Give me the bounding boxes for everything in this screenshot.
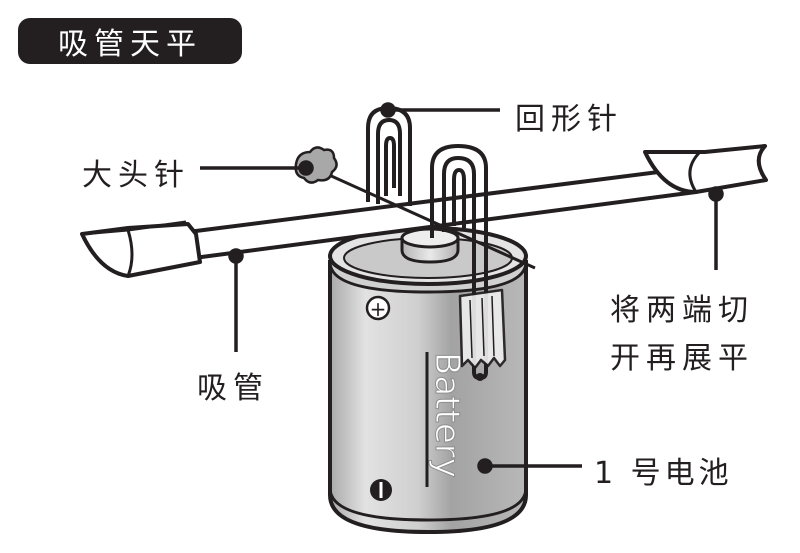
paper-clip-left-inner [376,118,402,204]
label-cut-flat-line1: 将两端切 [610,293,754,328]
clip-end-dot [476,373,484,381]
leader-straw-dot [228,248,244,264]
straw-right-end [643,144,768,194]
diagram-title: 吸管天平 [58,27,202,62]
tape-line-3 [491,295,495,357]
paper-clip-left-outer [366,106,412,206]
paper-clip-left [366,106,412,206]
straw-right-end-inner [688,150,702,193]
paper-clip-left-core [384,136,396,196]
pin [294,146,536,270]
label-battery-type: 1 号电池 [594,456,733,491]
leader-cut-ends-dot [708,186,724,202]
leader-battery-dot [477,458,493,474]
battery: + Battery [328,226,528,535]
plus-symbol: + [370,297,387,321]
tape-line-2 [481,297,485,357]
label-paper-clip: 回形针 [515,102,623,137]
paper-clip-right-inner [442,156,476,300]
leader-paper-clip-dot [380,102,396,118]
paper-clip-right-core [452,168,466,228]
paper-clip-right-outer [430,144,488,372]
label-cut-flat-line2: 开再展平 [610,341,754,376]
battery-bottom-band [328,487,528,522]
straw [80,144,768,278]
leader-pin-dot [298,160,314,176]
leader-lines [200,102,724,474]
plus-symbol-circle [365,295,391,321]
straw-left-end [80,222,202,278]
pin-shaft [317,168,536,270]
straw-left-fold [127,220,187,232]
title-badge: 吸管天平 [18,18,242,64]
tape-line-1 [469,299,473,359]
tape [458,288,507,381]
minus-symbol [379,482,383,498]
label-straw: 吸管 [197,371,269,406]
label-pin: 大头针 [82,158,190,193]
battery-brand-text: Battery [427,352,467,478]
